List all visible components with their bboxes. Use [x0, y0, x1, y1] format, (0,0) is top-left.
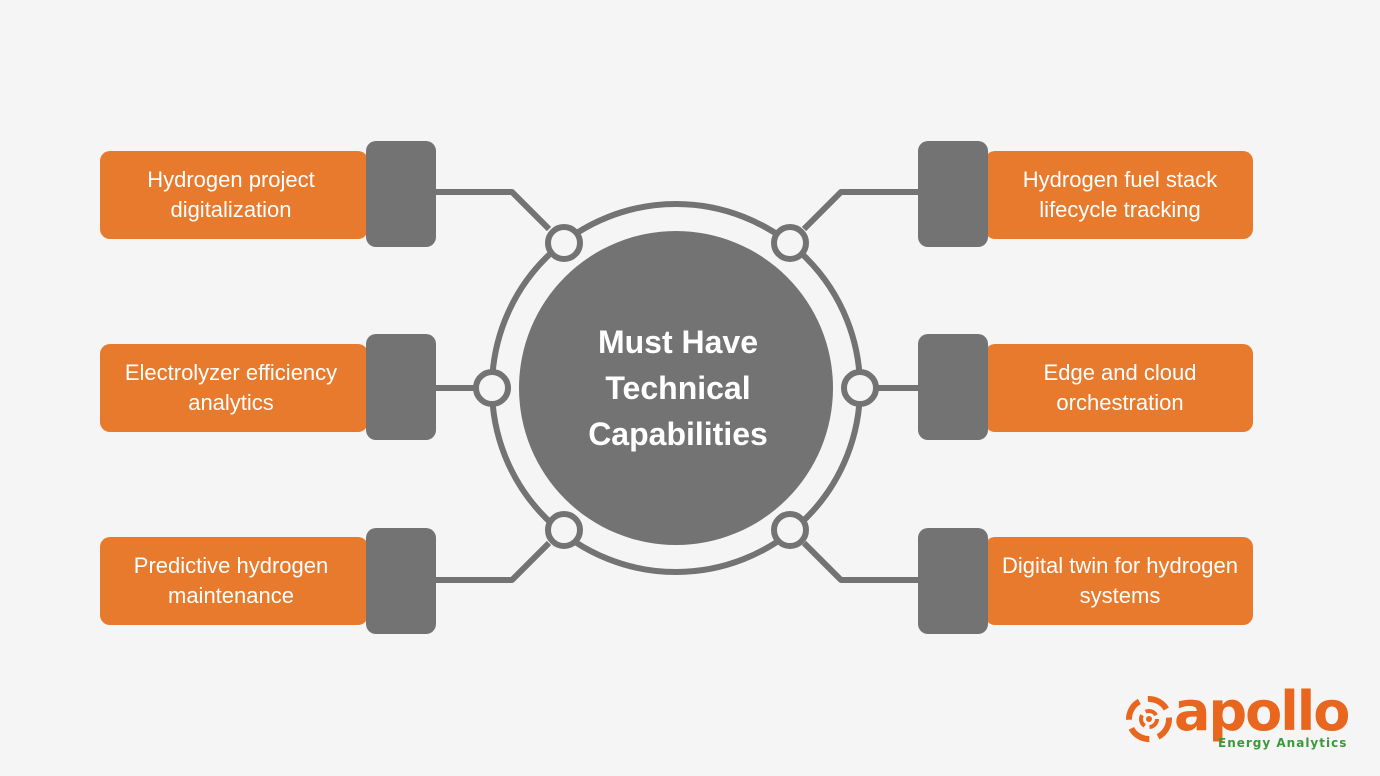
capability-label-line: Hydrogen fuel stack [1022, 167, 1218, 192]
center-title-line: Capabilities [588, 416, 768, 452]
capability-box-digital-twin-for-hydrogen-systems: Digital twin for hydrogen systems [985, 537, 1253, 625]
capability-box-edge-and-cloud-orchestration: Edge and cloud orchestration [985, 344, 1253, 432]
node-top-left [545, 224, 583, 262]
capability-label-line: analytics [188, 390, 274, 415]
logo-wordmark: apollo [1174, 680, 1350, 743]
capability-label-line: Electrolyzer efficiency [124, 360, 338, 385]
node-top-right [771, 224, 809, 262]
node-middle-left [473, 369, 511, 407]
capability-label-line: Hydrogen project [147, 167, 315, 192]
connector-line-bottom-left [435, 540, 552, 583]
capability-label-line: Digital twin for hydrogen [1001, 553, 1238, 578]
connector-tab-bottom-left [366, 528, 436, 634]
node-middle-right [841, 369, 879, 407]
connector-tab-top-left [366, 141, 436, 247]
connector-tab-middle-left [366, 334, 436, 440]
center-title: Must Have Technical Capabilities [520, 230, 836, 546]
capability-label: Predictive hydrogen maintenance [100, 537, 362, 625]
logo-tagline: Energy Analytics [1218, 736, 1348, 750]
swirl-icon [1126, 696, 1172, 742]
capability-label-line: digitalization [170, 197, 292, 222]
node-bottom-right [771, 511, 809, 549]
capability-label-line: Edge and cloud [1043, 360, 1197, 385]
capability-label: Digital twin for hydrogen systems [985, 537, 1255, 625]
capability-label-line: maintenance [168, 583, 294, 608]
center-hub [519, 231, 833, 545]
connector-line-bottom-right [801, 540, 918, 583]
connector-tab-top-right [918, 141, 988, 247]
center-title-line: Must Have [597, 324, 759, 360]
capability-label: Hydrogen project digitalization [100, 151, 362, 239]
capability-label-line: systems [1079, 583, 1161, 608]
connector-line-top-left [435, 189, 552, 232]
capability-label: Electrolyzer efficiency analytics [100, 344, 362, 432]
capability-label-line: lifecycle tracking [1039, 197, 1201, 222]
connector-tab-middle-right [918, 334, 988, 440]
capability-box-predictive-hydrogen-maintenance: Predictive hydrogen maintenance [100, 537, 368, 625]
node-bottom-left [545, 511, 583, 549]
center-title-line: Technical [605, 370, 751, 406]
capability-label: Hydrogen fuel stack lifecycle tracking [985, 151, 1255, 239]
capability-box-hydrogen-fuel-stack-lifecycle-tracking: Hydrogen fuel stack lifecycle tracking [985, 151, 1253, 239]
capability-label: Edge and cloud orchestration [985, 344, 1255, 432]
apollo-logo: apollo Energy Analytics [1122, 682, 1352, 754]
capability-label-line: Predictive hydrogen [133, 553, 329, 578]
capability-box-hydrogen-project-digitalization: Hydrogen project digitalization [100, 151, 368, 239]
connector-tab-bottom-right [918, 528, 988, 634]
capability-label-line: orchestration [1056, 390, 1184, 415]
capability-box-electrolyzer-efficiency-analytics: Electrolyzer efficiency analytics [100, 344, 368, 432]
connector-line-top-right [801, 189, 918, 232]
